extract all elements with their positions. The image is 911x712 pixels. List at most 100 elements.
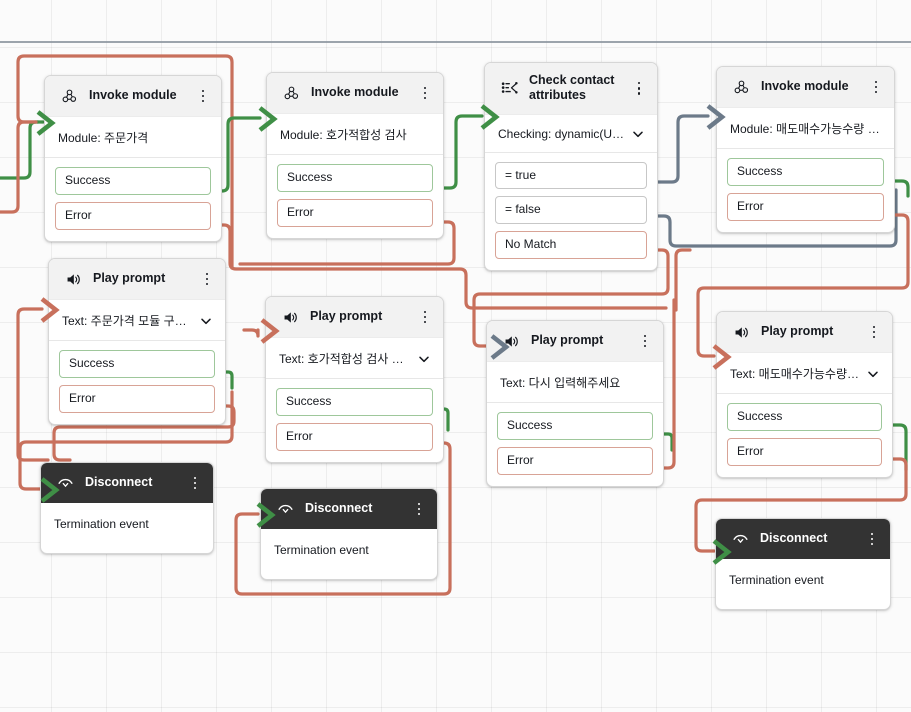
node-play-prompt-4[interactable]: Play prompt Text: 매도매수가능수량조회 ... Success…	[716, 311, 893, 478]
node-body: Text: 매도매수가능수량조회 ...	[717, 353, 892, 393]
port-success[interactable]: Success	[59, 350, 215, 378]
node-title: Disconnect	[760, 531, 828, 546]
divider	[487, 402, 663, 403]
port-condition-true[interactable]: = true	[495, 161, 647, 190]
node-menu-button[interactable]	[412, 501, 426, 517]
port-error[interactable]: Error	[727, 437, 882, 466]
port-success[interactable]: Success	[727, 403, 882, 431]
node-body: Checking: dynamic(User defi...	[485, 115, 657, 152]
node-menu-button[interactable]	[200, 271, 214, 287]
node-ports: Success Error	[717, 394, 892, 477]
port-success[interactable]: Success	[727, 158, 884, 186]
node-title: Disconnect	[85, 475, 153, 490]
node-menu-button[interactable]	[869, 79, 883, 95]
node-invoke-module-2[interactable]: Invoke module Module: 호가적합성 검사 Success E…	[266, 72, 444, 239]
chevron-down-icon[interactable]	[867, 368, 879, 380]
node-menu-button[interactable]	[865, 531, 879, 547]
node-menu-button[interactable]	[418, 85, 432, 101]
canvas-top-divider	[0, 41, 911, 43]
node-title: Invoke module	[761, 79, 849, 94]
node-detail: Text: 호가적합성 검사 모듈 구...	[279, 352, 412, 366]
node-title: Play prompt	[310, 309, 383, 324]
node-title: Invoke module	[311, 85, 399, 100]
node-check-contact-attributes[interactable]: Check contact attributes Checking: dynam…	[484, 62, 658, 271]
node-ports: Success Error	[49, 341, 225, 424]
node-play-prompt-1[interactable]: Play prompt Text: 주문가격 모듈 구동에 실... Succe…	[48, 258, 226, 425]
node-detail: Checking: dynamic(User defi...	[498, 126, 626, 141]
node-detail: Text: 주문가격 모듈 구동에 실...	[62, 314, 194, 328]
invoke-module-icon	[58, 86, 80, 106]
node-detail: Text: 다시 입력해주세요	[500, 376, 621, 390]
port-error[interactable]: Error	[277, 198, 433, 227]
divider	[49, 340, 225, 341]
node-ports: = true = false No Match	[485, 153, 657, 270]
divider	[266, 378, 443, 379]
node-title: Disconnect	[305, 501, 373, 516]
chevron-down-icon[interactable]	[418, 353, 430, 365]
node-header: Play prompt	[266, 297, 443, 338]
node-detail: Module: 매도매수가능수량 조회	[730, 122, 881, 136]
node-detail: Termination event	[274, 543, 369, 557]
node-body: Module: 호가적합성 검사	[267, 114, 443, 154]
node-detail: Module: 주문가격	[58, 131, 149, 145]
node-ports: Success Error	[45, 158, 221, 241]
node-play-prompt-2[interactable]: Play prompt Text: 호가적합성 검사 모듈 구... Succe…	[265, 296, 444, 463]
node-header: Disconnect	[261, 489, 437, 529]
node-menu-button[interactable]	[196, 88, 210, 104]
node-body: Module: 주문가격	[45, 117, 221, 157]
check-contact-attributes-icon	[498, 78, 520, 98]
chevron-down-icon[interactable]	[632, 128, 644, 140]
node-invoke-module-3[interactable]: Invoke module Module: 매도매수가능수량 조회 Succes…	[716, 66, 895, 233]
node-header: Play prompt	[717, 312, 892, 353]
port-error[interactable]: Error	[276, 422, 433, 451]
port-success[interactable]: Success	[497, 412, 653, 440]
node-title: Play prompt	[761, 324, 834, 339]
node-menu-button[interactable]	[638, 333, 652, 349]
node-ports: Success Error	[487, 403, 663, 486]
port-error[interactable]: Error	[727, 192, 884, 221]
divider	[717, 393, 892, 394]
speaker-icon	[279, 307, 301, 327]
node-menu-button[interactable]	[418, 309, 432, 325]
node-disconnect-3[interactable]: Disconnect Termination event	[715, 518, 891, 610]
invoke-module-icon	[280, 83, 302, 103]
port-condition-false[interactable]: = false	[495, 196, 647, 225]
node-body: Text: 호가적합성 검사 모듈 구...	[266, 338, 443, 378]
node-header: Invoke module	[717, 67, 894, 108]
node-disconnect-1[interactable]: Disconnect Termination event	[40, 462, 214, 554]
port-no-match[interactable]: No Match	[495, 231, 647, 259]
port-success[interactable]: Success	[276, 388, 433, 416]
node-header: Disconnect	[716, 519, 890, 559]
node-detail: Text: 매도매수가능수량조회 ...	[730, 367, 861, 381]
port-error[interactable]: Error	[55, 201, 211, 230]
node-detail: Module: 호가적합성 검사	[280, 128, 407, 142]
node-menu-button[interactable]	[632, 80, 646, 96]
node-ports: Success Error	[717, 149, 894, 232]
node-disconnect-2[interactable]: Disconnect Termination event	[260, 488, 438, 580]
disconnect-icon	[729, 529, 751, 549]
node-header: Disconnect	[41, 463, 213, 503]
node-body: Text: 주문가격 모듈 구동에 실...	[49, 300, 225, 340]
node-body: Module: 매도매수가능수량 조회	[717, 108, 894, 148]
port-error[interactable]: Error	[59, 384, 215, 413]
node-header: Check contact attributes	[485, 63, 657, 115]
node-header: Invoke module	[267, 73, 443, 114]
node-play-prompt-3[interactable]: Play prompt Text: 다시 입력해주세요 Success Erro…	[486, 320, 664, 487]
chevron-down-icon[interactable]	[200, 315, 212, 327]
node-title: Play prompt	[93, 271, 166, 286]
speaker-icon	[500, 331, 522, 351]
node-ports: Success Error	[266, 379, 443, 462]
port-error[interactable]: Error	[497, 446, 653, 475]
node-menu-button[interactable]	[867, 324, 881, 340]
node-title: Invoke module	[89, 88, 177, 103]
node-ports: Success Error	[267, 155, 443, 238]
node-body: Text: 다시 입력해주세요	[487, 362, 663, 402]
node-header: Play prompt	[49, 259, 225, 300]
speaker-icon	[730, 322, 752, 342]
node-invoke-module-1[interactable]: Invoke module Module: 주문가격 Success Error	[44, 75, 222, 242]
port-success[interactable]: Success	[277, 164, 433, 192]
node-header: Play prompt	[487, 321, 663, 362]
node-menu-button[interactable]	[188, 475, 202, 491]
port-success[interactable]: Success	[55, 167, 211, 195]
